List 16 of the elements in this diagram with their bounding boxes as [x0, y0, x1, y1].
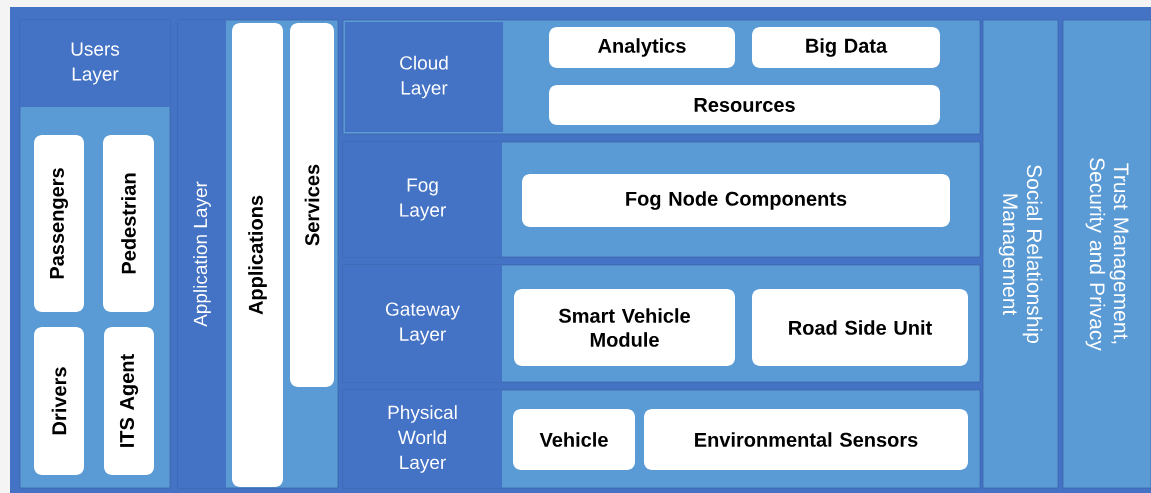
- side-panel: Social Relationship Management: [982, 19, 1059, 489]
- component-box: Fog Node Components: [522, 174, 950, 227]
- component-box: Big Data: [752, 27, 940, 68]
- component-box: Applications: [232, 23, 283, 487]
- component-box: Road Side Unit: [752, 289, 968, 366]
- component-box: Smart Vehicle Module: [514, 289, 735, 366]
- component-box: Environmental Sensors: [644, 409, 968, 470]
- side-panel: Trust Management, Security and Privacy: [1062, 19, 1151, 489]
- component-box: Pedestrian: [103, 135, 154, 312]
- component-box: Vehicle: [513, 409, 635, 470]
- component-box: Drivers: [34, 327, 84, 475]
- component-box: ITS Agent: [104, 327, 154, 475]
- component-box: Analytics: [549, 27, 735, 68]
- component-box: Resources: [549, 85, 940, 125]
- component-box: Services: [290, 23, 334, 387]
- component-box: Passengers: [34, 135, 84, 312]
